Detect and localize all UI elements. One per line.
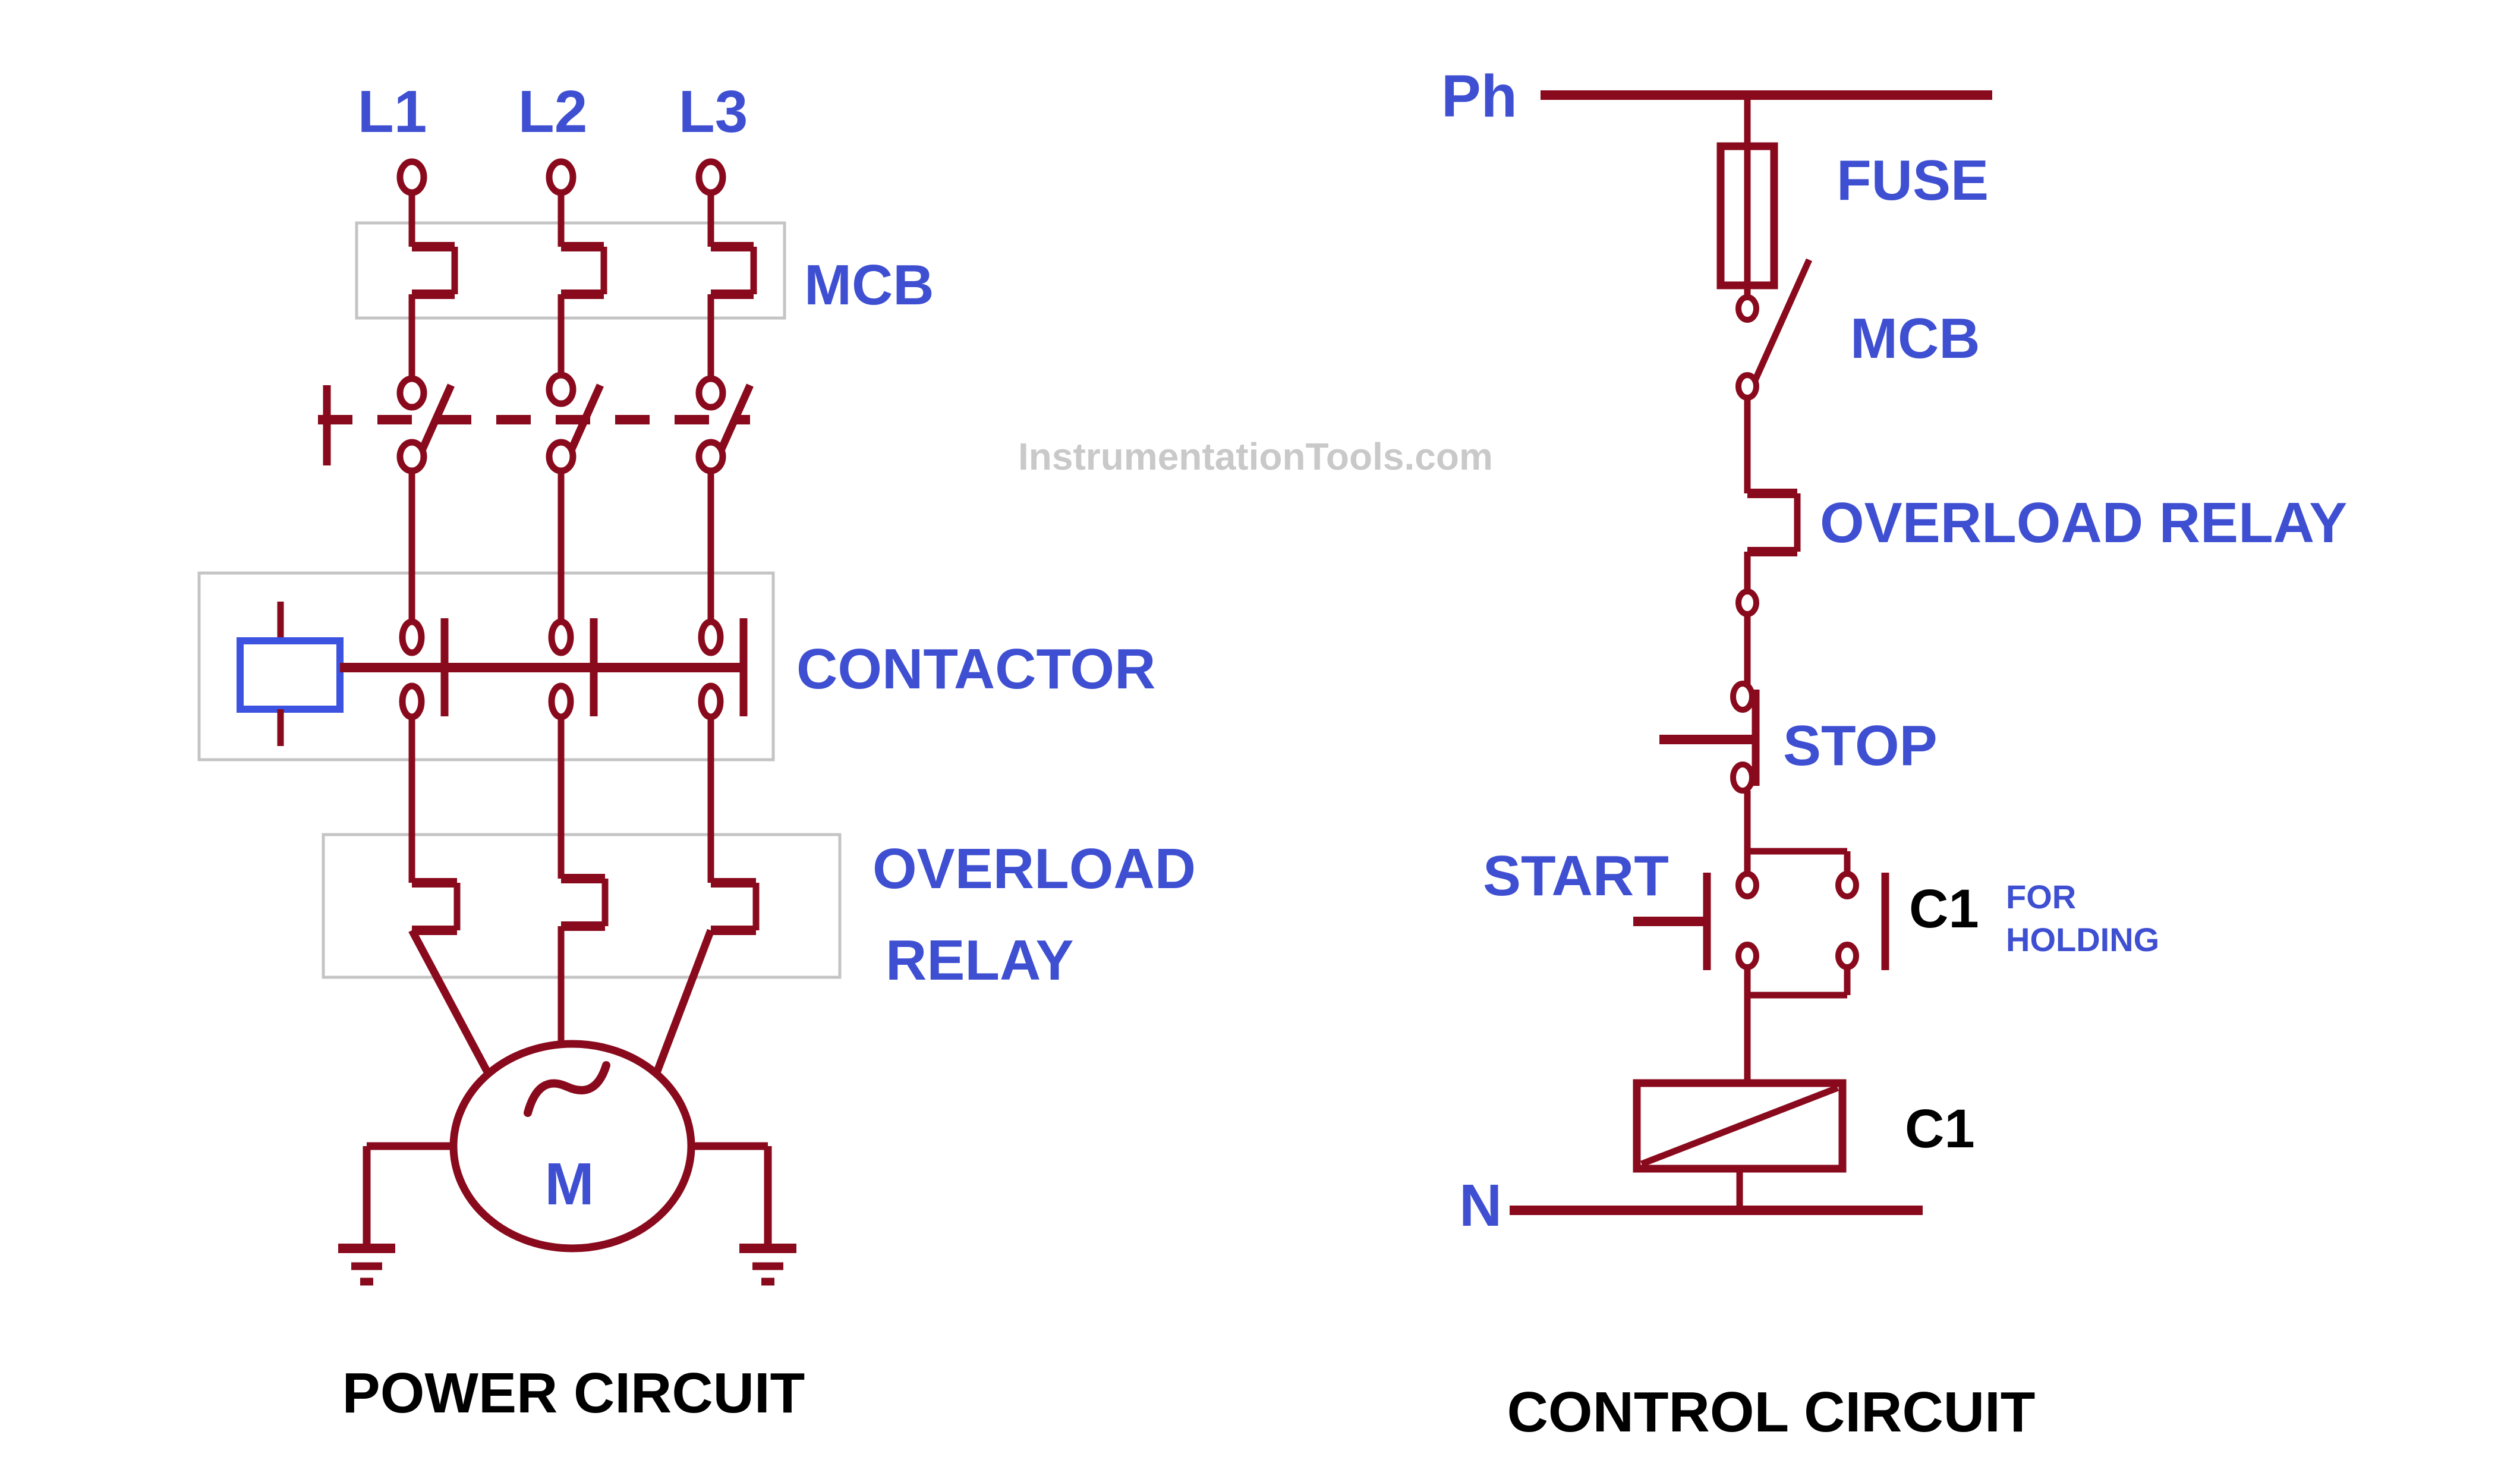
start-contact: [1735, 871, 1759, 899]
supply-terminal-l2: [546, 158, 577, 196]
mcb-label: MCB: [1850, 307, 1980, 370]
mcb-contact: [1735, 294, 1759, 323]
contactor-contact: [548, 682, 574, 720]
supply-terminal-l3: [695, 158, 726, 196]
mcb-box: [355, 221, 786, 320]
phase-label-l1: L1: [358, 78, 427, 145]
motor-circle: [449, 1040, 695, 1253]
isolator-contact: [396, 439, 427, 474]
fuse-label: FUSE: [1837, 149, 1989, 212]
motor-lead: [652, 929, 715, 1076]
phase-label-l2: L2: [518, 78, 588, 145]
control-circuit-title: CONTROL CIRCUIT: [1507, 1380, 2036, 1444]
overload-relay-label-line1: OVERLOAD: [872, 837, 1196, 901]
holding-contact-label: C1: [1909, 879, 1979, 939]
isolator-contact: [695, 375, 726, 411]
contactor-contact: [548, 618, 574, 656]
isolator-contact: [546, 439, 577, 474]
isolator-contact: [396, 375, 427, 411]
supply-terminal-l1: [396, 158, 427, 196]
phase-label-l3: L3: [679, 78, 748, 145]
holding-note-line1: FOR: [2006, 878, 2076, 915]
power-circuit: L1 L2 L3: [197, 78, 1196, 1425]
start-contact: [1735, 942, 1759, 970]
contactor-contact: [698, 618, 724, 656]
phase-l3-path: [652, 193, 760, 1076]
contactor-contact: [399, 682, 425, 720]
motor-lead: [408, 928, 492, 1077]
isolator-contact: [695, 439, 726, 474]
mcb-blade: [1751, 258, 1813, 383]
phase-l1-path: [396, 193, 492, 1077]
watermark-text: InstrumentationTools.com: [1018, 435, 1493, 478]
earth-left: [338, 1142, 453, 1286]
contactor-label: CONTACTOR: [796, 637, 1155, 701]
neutral-label: N: [1459, 1172, 1502, 1239]
motor-label: M: [544, 1151, 594, 1217]
overload-relay-label-line2: RELAY: [886, 929, 1074, 992]
coil-diagonal: [1640, 1084, 1839, 1168]
stop-contact: [1730, 761, 1755, 794]
earth-right: [691, 1142, 796, 1286]
contactor-contact: [399, 618, 425, 656]
control-circuit: Ph FUSE MCB OVERLOAD RELAY STOP ST: [1441, 63, 2347, 1444]
holding-note-line2: HOLDING: [2006, 921, 2159, 958]
phase-label: Ph: [1441, 63, 1517, 130]
coil-label: C1: [1905, 1099, 1975, 1159]
terminal: [1735, 589, 1759, 617]
isolator-contact: [546, 372, 577, 407]
stop-contact: [1730, 681, 1755, 713]
contactor-box: [197, 571, 775, 761]
contactor-contact: [698, 682, 724, 720]
ac-sine-symbol: [524, 1061, 610, 1117]
holding-contact: [1835, 942, 1859, 970]
mcb-contact: [1735, 372, 1759, 401]
contactor-coil: [237, 637, 344, 713]
power-circuit-title: POWER CIRCUIT: [342, 1361, 805, 1425]
overload-relay-label: OVERLOAD RELAY: [1820, 491, 2347, 555]
start-label: START: [1483, 844, 1669, 908]
holding-contact: [1835, 871, 1859, 899]
phase-l2-path: [546, 193, 609, 1044]
mcb-label: MCB: [804, 253, 934, 317]
stop-label: STOP: [1783, 714, 1938, 778]
overload-relay-box: [322, 833, 842, 979]
